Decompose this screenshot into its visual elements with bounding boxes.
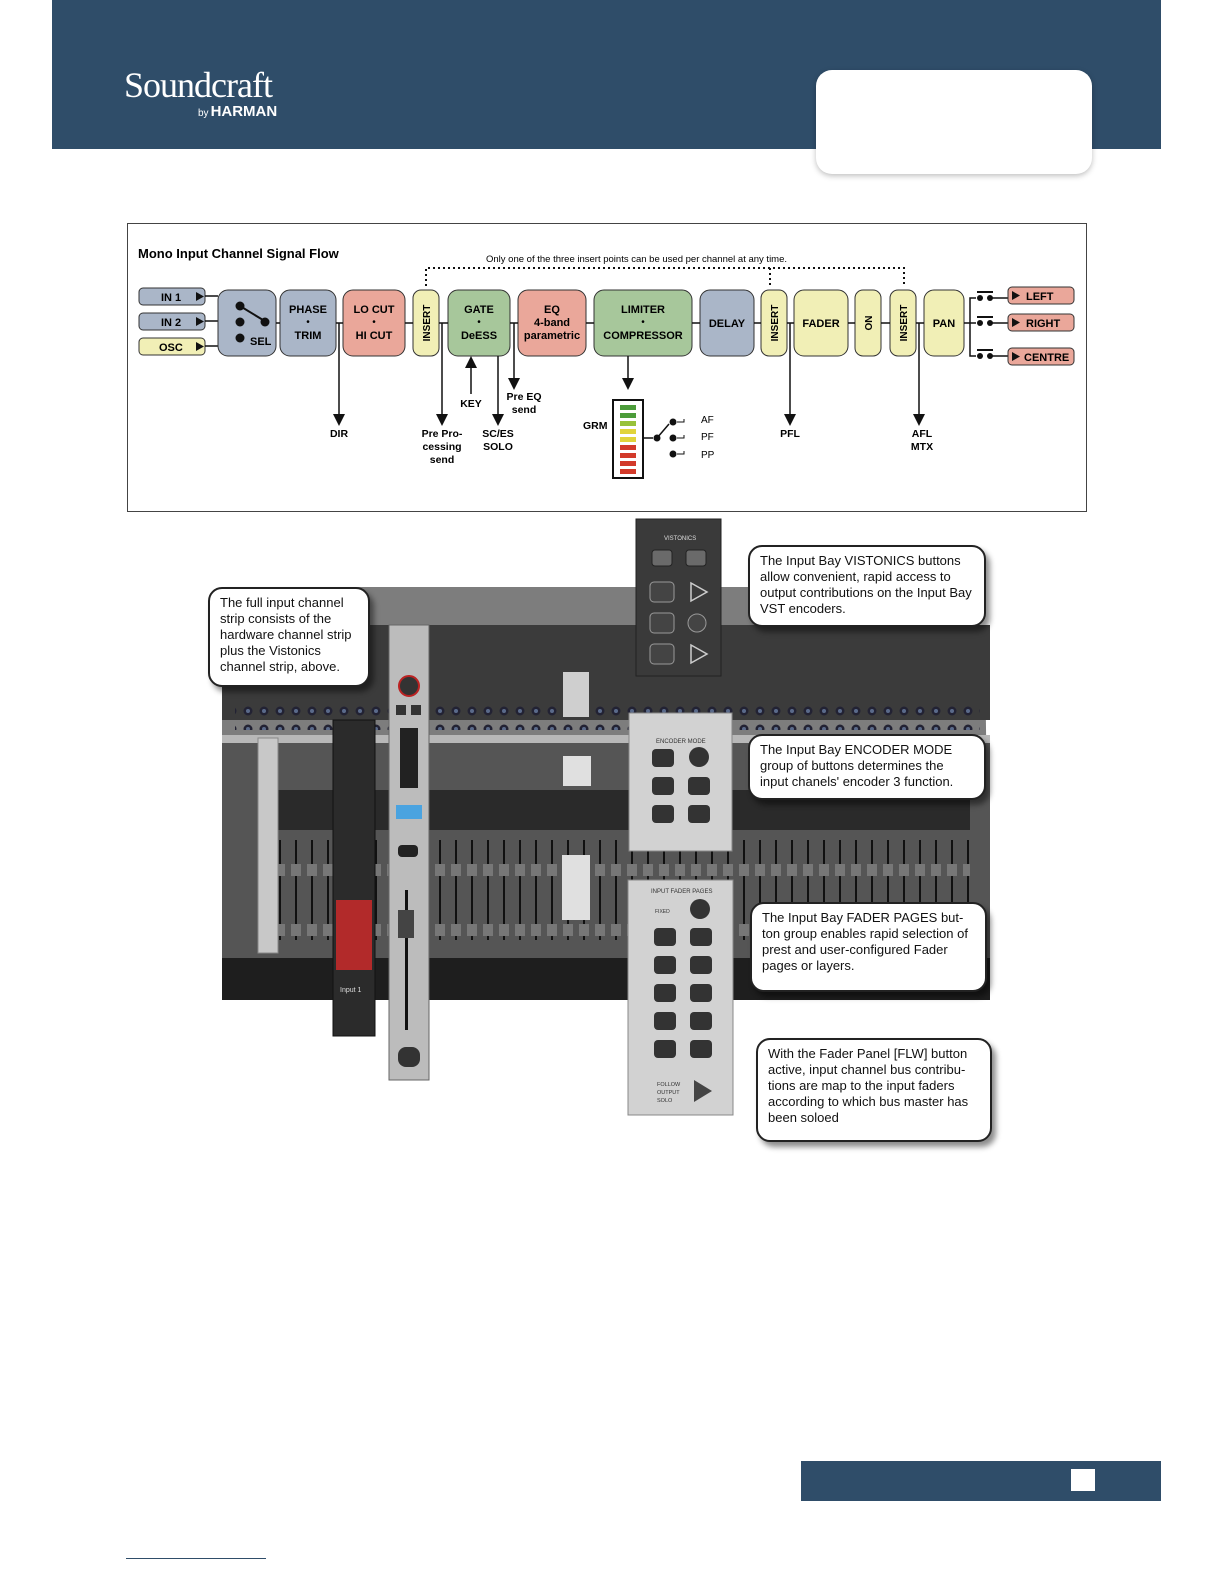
svg-text:SOLO: SOLO xyxy=(657,1098,673,1104)
input-arrows xyxy=(196,292,204,351)
svg-text:Pre Pro-: Pre Pro- xyxy=(422,428,463,440)
svg-text:Pre EQ: Pre EQ xyxy=(506,391,541,403)
vistonics-button-panel xyxy=(635,518,722,677)
svg-text:FIXED: FIXED xyxy=(655,909,670,915)
svg-text:GATE: GATE xyxy=(464,304,494,316)
svg-text:AFL: AFL xyxy=(912,428,933,440)
insert-bracket xyxy=(425,267,905,286)
svg-text:ENCODER MODE: ENCODER MODE xyxy=(656,739,706,745)
insert-note: Only one of the three insert points can … xyxy=(486,254,787,265)
svg-text:FOLLOW: FOLLOW xyxy=(657,1082,681,1088)
svg-text:PAN: PAN xyxy=(933,318,955,330)
svg-text:FADER: FADER xyxy=(802,318,839,330)
svg-text:AF: AF xyxy=(701,415,714,426)
svg-text:INSERT: INSERT xyxy=(422,305,433,342)
footer-rule xyxy=(126,1558,266,1559)
input-in1-label: IN 1 xyxy=(161,292,181,304)
svg-text:cessing: cessing xyxy=(422,441,461,453)
svg-text:VISTONICS: VISTONICS xyxy=(664,536,696,542)
svg-text:INSERT: INSERT xyxy=(899,305,910,342)
svg-text:parametric: parametric xyxy=(524,330,580,342)
svg-text:PP: PP xyxy=(701,450,715,461)
fader-pages-panel xyxy=(627,879,734,1116)
footer-bar xyxy=(801,1461,1161,1501)
svg-text:INSERT: INSERT xyxy=(770,305,781,342)
svg-text:CENTRE: CENTRE xyxy=(1024,352,1069,364)
svg-text:Input 1: Input 1 xyxy=(340,987,362,994)
svg-text:DIR: DIR xyxy=(330,428,349,440)
svg-text:•: • xyxy=(372,317,376,328)
sel-label: SEL xyxy=(250,336,272,348)
svg-text:PHASE: PHASE xyxy=(289,304,327,316)
svg-text:RIGHT: RIGHT xyxy=(1026,318,1061,330)
header-card xyxy=(816,70,1092,174)
svg-text:GRM: GRM xyxy=(583,420,608,432)
svg-text:send: send xyxy=(430,454,455,466)
svg-text:send: send xyxy=(512,404,537,416)
encoder-mode-panel xyxy=(628,712,733,852)
output-left xyxy=(1007,286,1075,305)
input-osc-label: OSC xyxy=(159,342,183,354)
svg-text:LIMITER: LIMITER xyxy=(621,304,665,316)
svg-text:SOLO: SOLO xyxy=(483,441,513,453)
input-lines xyxy=(205,295,218,347)
svg-text:MTX: MTX xyxy=(911,441,933,453)
svg-text:•: • xyxy=(477,317,481,328)
brand-logo: Soundcraft xyxy=(124,65,273,105)
svg-text:COMPRESSOR: COMPRESSOR xyxy=(603,330,683,342)
callout-vistonics: The Input Bay VISTONICS buttons allow co… xyxy=(748,545,986,627)
grm-leds xyxy=(620,405,636,474)
svg-text:HI CUT: HI CUT xyxy=(356,330,393,342)
svg-text:LEFT: LEFT xyxy=(1026,291,1054,303)
svg-text:PFL: PFL xyxy=(780,428,800,440)
svg-text:DeESS: DeESS xyxy=(461,330,497,342)
input-in2-label: IN 2 xyxy=(161,317,181,329)
callout-channel-strip: The full input channel strip consists of… xyxy=(208,587,370,687)
page-number-box xyxy=(1071,1469,1095,1491)
svg-text:SC/ES: SC/ES xyxy=(482,428,514,440)
vistonics-channel-strip xyxy=(332,719,376,1037)
svg-text:•: • xyxy=(306,317,310,328)
svg-text:PF: PF xyxy=(701,432,714,443)
output-centre xyxy=(1007,347,1075,366)
svg-text:LO CUT: LO CUT xyxy=(354,304,395,316)
svg-text:EQ: EQ xyxy=(544,304,560,316)
output-right xyxy=(1007,313,1075,332)
signal-flow-diagram: Mono Input Channel Signal Flow Only one … xyxy=(127,223,1087,512)
svg-text:INPUT FADER PAGES: INPUT FADER PAGES xyxy=(651,889,712,895)
diagram-title: Mono Input Channel Signal Flow xyxy=(138,246,340,261)
callout-fader-pages: The Input Bay FADER PAGES but-ton group … xyxy=(750,902,987,992)
callout-encoder-mode: The Input Bay ENCODER MODE group of butt… xyxy=(748,734,986,800)
svg-text:DELAY: DELAY xyxy=(709,318,746,330)
svg-text:TRIM: TRIM xyxy=(295,330,322,342)
svg-text:•: • xyxy=(641,317,645,328)
svg-text:ON: ON xyxy=(864,316,875,331)
svg-text:OUTPUT: OUTPUT xyxy=(657,1090,680,1096)
callout-flw: With the Fader Panel [FLW] button active… xyxy=(756,1038,992,1142)
svg-text:4-band: 4-band xyxy=(534,317,570,329)
svg-text:KEY: KEY xyxy=(460,398,482,410)
